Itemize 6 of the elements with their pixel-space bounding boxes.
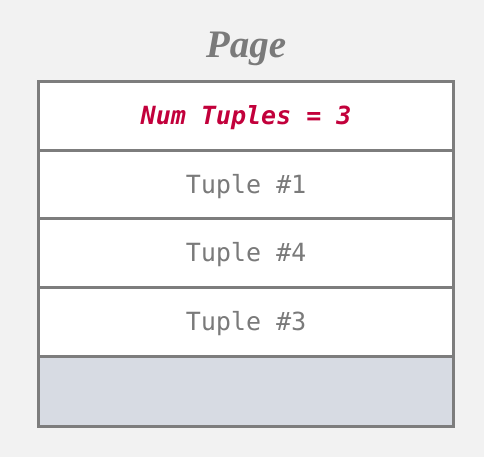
tuple-label: Tuple #1 [186,170,306,200]
tuple-label: Tuple #3 [186,307,306,337]
page-title: Page [204,23,288,67]
tuple-count-text: Num Tuples = 3 [140,101,352,131]
free-space-row [40,358,452,425]
tuple-label: Tuple #4 [186,238,306,268]
